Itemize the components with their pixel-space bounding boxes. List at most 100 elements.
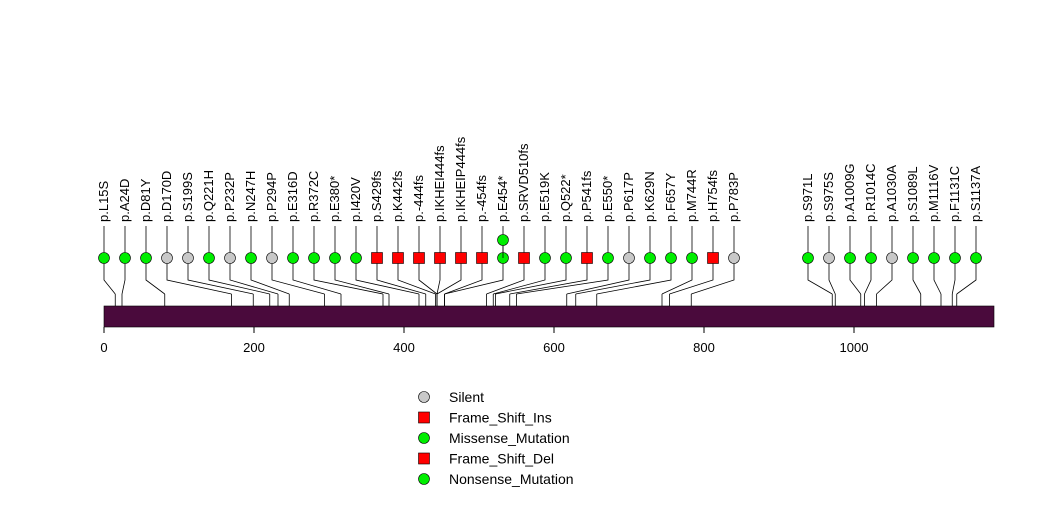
connector-line (509, 258, 588, 295)
legend-swatch-circle (418, 473, 430, 485)
mutation-marker-square (455, 252, 467, 264)
connector-line (849, 258, 862, 295)
mutation-marker-square (707, 252, 719, 264)
connector-line (166, 258, 232, 295)
mutation-marker-circle (844, 252, 856, 264)
legend-label: Frame_Shift_Del (449, 451, 554, 467)
legend-swatch-square (418, 411, 430, 424)
connector-line (516, 258, 609, 295)
connector-line (864, 258, 872, 295)
connector-lines (103, 226, 977, 306)
legend-swatch-circle (418, 432, 430, 444)
mutation-marker-circle (823, 252, 835, 264)
x-tick-label: 800 (693, 340, 715, 355)
mutation-marker-square (434, 252, 446, 264)
mutation-label: p.A1009G (842, 163, 857, 222)
mutation-marker-circle (203, 252, 215, 264)
mutation-label: p.P783P (726, 172, 741, 222)
connector-line (334, 258, 390, 295)
mutation-marker-circle (560, 252, 572, 264)
connector-line (828, 258, 836, 295)
mutation-marker-circle (539, 252, 551, 264)
mutation-label: p.P294P (264, 172, 279, 222)
connector-line (397, 258, 436, 295)
connector-line (912, 258, 922, 295)
legend-label: Missense_Mutation (449, 430, 570, 446)
mutation-label: p.S1137A (968, 166, 983, 222)
connector-line (436, 258, 441, 295)
connector-line (229, 258, 279, 295)
connector-line (691, 258, 735, 295)
protein-domain-bar (103, 305, 995, 328)
mutation-label: p.-444fs (411, 175, 426, 222)
x-tick-label: 0 (100, 340, 107, 355)
legend-swatch-square (418, 452, 430, 465)
mutation-label: p.E380* (327, 176, 342, 222)
mutation-marker-circle (287, 252, 299, 264)
mutation-label: p.K442fs (390, 170, 405, 222)
mutation-marker-circle (161, 252, 173, 264)
mutation-label: p.N247H (243, 171, 258, 222)
mutation-marker-circle (350, 252, 362, 264)
x-tick-label: 600 (543, 340, 565, 355)
mutation-marker-circle (886, 252, 898, 264)
mutation-label: p.F1131C (947, 166, 962, 222)
mutation-marker-circle (308, 252, 320, 264)
legend: SilentFrame_Shift_InsMissense_MutationFr… (418, 389, 574, 487)
connector-line (418, 258, 438, 295)
legend-label: Nonsense_Mutation (449, 471, 574, 487)
mutation-label: p.D170D (159, 171, 174, 222)
mutation-label: p.I420V (348, 177, 363, 222)
connector-line (444, 258, 504, 295)
legend-label: Silent (449, 389, 484, 405)
mutation-marker-circle (623, 252, 635, 264)
mutation-marker-circle (865, 252, 877, 264)
x-tick-label: 400 (393, 340, 415, 355)
connector-line (313, 258, 384, 295)
mutation-marker-circle (224, 252, 236, 264)
mutation-label: p.E454* (495, 176, 510, 222)
connector-line (661, 258, 693, 295)
mutation-label: p.S971L (800, 174, 815, 222)
mutation-marker-circle (644, 252, 656, 264)
mutation-marker-circle (602, 252, 614, 264)
connector-line (103, 258, 116, 295)
connector-line (493, 258, 546, 295)
connector-line (495, 258, 567, 295)
mutation-label: p.SRVD510fs (516, 143, 531, 222)
mutation-label: p.M1116V (926, 164, 941, 222)
connector-line (376, 258, 426, 295)
connector-line (807, 258, 833, 295)
legend-swatch-circle (418, 391, 430, 403)
mutation-label: p.P617P (621, 172, 636, 222)
mutation-marker-circle (907, 252, 919, 264)
mutation-label: p.S975S (821, 172, 836, 222)
mutation-marker-circle (119, 252, 131, 264)
mutation-marker-circle (329, 252, 341, 264)
connector-line (145, 258, 165, 295)
connector-line (566, 258, 630, 295)
mutation-label: p.Q522* (558, 174, 573, 222)
mutation-marker-circle (728, 252, 740, 264)
mutation-marker-circle (686, 252, 698, 264)
mutation-label: p.A24D (117, 179, 132, 222)
mutation-label: p.Q221H (201, 170, 216, 222)
x-tick-label: 200 (243, 340, 265, 355)
mutation-label: p.L15S (96, 180, 111, 222)
mutation-label: p.R1014C (863, 163, 878, 222)
mutation-label: p.A1030A (884, 165, 899, 222)
mutation-label: p.F657Y (663, 173, 678, 222)
mutation-marker-circle (497, 234, 509, 246)
mutation-label: p.K629N (642, 171, 657, 222)
connector-line (250, 258, 290, 295)
mutation-label: p.S429fs (369, 170, 384, 222)
mutation-marker-circle (949, 252, 961, 264)
connector-line (956, 258, 977, 295)
connector-line (669, 258, 714, 295)
mutation-marker-square (476, 252, 488, 264)
connector-line (575, 258, 651, 295)
mutation-marker-square (413, 252, 425, 264)
